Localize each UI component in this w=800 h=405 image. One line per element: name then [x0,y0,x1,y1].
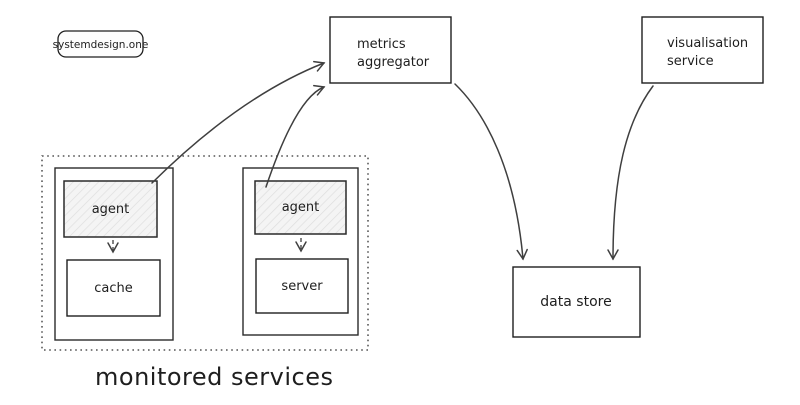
arrow-visualisation-to-datastore [607,85,654,261]
monitored-services-group-label: monitored services [95,363,333,391]
brand-badge-label: systemdesign.one [53,39,149,51]
visualisation-service-label-line2: service [667,54,714,69]
brand-badge-box [57,30,144,58]
service-1-cache-box [66,259,161,317]
service-1-agent-box [63,180,158,238]
node-visualisation-service: visualisation service [641,16,764,84]
service-2-container: agent server [242,167,359,336]
data-store-label: data store [540,294,611,310]
visualisation-service-label-line1: visualisation [667,36,748,51]
data-store-box [512,266,641,338]
arrow-agent2-to-aggregator [265,84,326,188]
node-metrics-aggregator: metrics aggregator [329,16,452,84]
node-data-store: data store [512,266,641,338]
brand-badge: systemdesign.one [53,30,149,58]
service-2-agent-label: agent [282,200,320,215]
arrow-agent1-to-aggregator [151,60,326,184]
service-1-cache-label: cache [94,281,133,296]
service-2-agent-box [254,180,347,235]
metrics-aggregator-label-line2: aggregator [357,55,430,70]
metrics-aggregator-box [329,16,452,84]
service-1-container: agent cache [54,167,174,341]
service-2-server-label: server [281,279,323,294]
visualisation-service-box [641,16,764,84]
metrics-aggregator-label-line1: metrics [357,37,406,52]
service-2-server-box [255,258,349,314]
service-1-agent-label: agent [92,202,130,217]
arrow-aggregator-to-datastore [454,83,528,261]
